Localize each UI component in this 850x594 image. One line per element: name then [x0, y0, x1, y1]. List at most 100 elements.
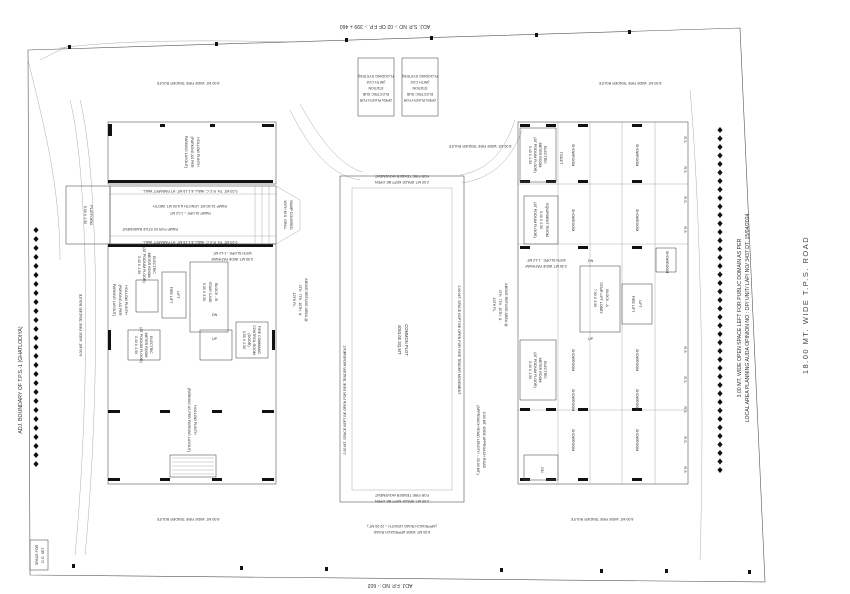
tree-icon: [33, 272, 39, 278]
left-edge-label: ADJ. BOUNDARY OF T.P.S.-1 (GHATLODIYA): [18, 326, 24, 433]
svg-text:13TH FL.: 13TH FL.: [492, 298, 496, 313]
svg-text:8.00 MT. WIDE FIRE TENDER ROUT: 8.00 MT. WIDE FIRE TENDER ROUTE: [598, 81, 661, 85]
svg-text:ABOVE REFUGE AREA @: ABOVE REFUGE AREA @: [304, 278, 308, 322]
tree-icon: [717, 220, 723, 227]
svg-text:FIRE LIFT: FIRE LIFT: [631, 296, 635, 313]
svg-text:(APPROACH ROAD LENGTH :- 33.00: (APPROACH ROAD LENGTH :- 33.00 MT.): [476, 405, 480, 475]
tree-icon: [717, 195, 723, 201]
svg-text:3.40 X 4.50: 3.40 X 4.50: [137, 256, 141, 274]
tree-icon: [717, 390, 723, 397]
svg-text:WITH M.S. GRILL: WITH M.S. GRILL: [283, 201, 287, 230]
tree-row-left: [33, 227, 39, 467]
svg-text:PARKING LAYOUT): PARKING LAYOUT): [112, 284, 116, 316]
svg-text:8.00 MT. WIDE FIRE TENDER ROUT: 8.00 MT. WIDE FIRE TENDER ROUTE: [156, 517, 219, 521]
svg-text:(AT PODIUM FLOOR): (AT PODIUM FLOOR): [533, 137, 537, 172]
svg-text:WITH SLOPE - 1:12 MT.: WITH SLOPE - 1:12 MT.: [526, 258, 565, 262]
svg-text:6.00 X 4.50: 6.00 X 4.50: [83, 206, 87, 224]
bottom-edge-label: ADJ. F.P. NO :- 602: [367, 582, 412, 588]
electric-substation-left: OPEN PLINTH FOR ELECTRIC SUB STATION (WI…: [357, 57, 395, 117]
tree-icon: [33, 227, 39, 233]
svg-text:WITH SLOPE - 1:12 MT.: WITH SLOPE - 1:12 MT.: [212, 251, 251, 255]
svg-text:3.35 MT. WIDE PATHWAY: 3.35 MT. WIDE PATHWAY: [524, 264, 567, 268]
svg-text:ELECTRIC: ELECTRIC: [152, 256, 156, 274]
stair-down-label-a: DN: [588, 259, 594, 263]
fire-route-labels: 8.00 MT. WIDE FIRE TENDER ROUTE 8.00 MT.…: [79, 81, 661, 521]
tree-icon: [717, 246, 723, 252]
tree-icon: [717, 127, 723, 133]
stair-up-label: UP: [212, 337, 218, 341]
tree-icon: [33, 362, 39, 368]
tree-icon: [33, 317, 39, 323]
svg-text:R.S.: R.S.: [683, 227, 687, 234]
svg-text:RAMP 31.50 MT. LENGTH & 6.00 M: RAMP 31.50 MT. LENGTH & 6.00 MT. WIDTH: [153, 204, 227, 208]
tree-icon: [33, 299, 39, 305]
svg-text:8.00 MT. WIDE FIRE TENDER ROUT: 8.00 MT. WIDE FIRE TENDER ROUTE: [448, 144, 511, 148]
tree-icon: [33, 254, 39, 260]
svg-text:6.00 MT. WIDE APPROACH ROAD: 6.00 MT. WIDE APPROACH ROAD: [482, 412, 486, 469]
svg-text:SHOWROOM: SHOWROOM: [635, 429, 639, 451]
svg-text:0.23 MT. TH. R.C.C. WALL & 1.1: 0.23 MT. TH. R.C.C. WALL & 1.15 MT. HT P…: [143, 189, 238, 193]
tree-icon: [717, 144, 723, 150]
svg-text:R.S.: R.S.: [683, 407, 687, 414]
tree-icon: [717, 288, 723, 295]
svg-text:8.00 MT. WIDE FIRE TENDER ROUT: 8.00 MT. WIDE FIRE TENDER ROUTE: [79, 293, 83, 356]
tree-icon: [717, 161, 723, 167]
svg-text:R.S.: R.S.: [683, 197, 687, 204]
tree-icon: [717, 169, 723, 176]
svg-text:3.00 MT. WIDE OPEN SPACE LEFT: 3.00 MT. WIDE OPEN SPACE LEFT FOR PUBLIC…: [737, 238, 743, 397]
tree-icon: [33, 416, 39, 422]
svg-text:CONTROL ROOM: CONTROL ROOM: [252, 325, 256, 355]
svg-text:SHOWROOM: SHOWROOM: [571, 429, 575, 451]
svg-text:EQUIPMENT ROOM: EQUIPMENT ROOM: [545, 203, 549, 236]
svg-text:ADJ. BOUNDARY OF T.P.S.-1 (GHA: ADJ. BOUNDARY OF T.P.S.-1 (GHATLODIYA): [18, 326, 24, 433]
tree-icon: [717, 297, 723, 303]
svg-text:8.00 MT. WIDE FIRE TENDER ROUT: 8.00 MT. WIDE FIRE TENDER ROUTE: [570, 517, 633, 521]
svg-text:TOILET: TOILET: [559, 152, 563, 165]
svg-text:D.G. SET: D.G. SET: [41, 547, 45, 563]
tree-icon: [717, 271, 723, 278]
svg-text:FIRE COMMAND: FIRE COMMAND: [257, 326, 261, 355]
common-plot: 2.00 MT. SPACE KEPT BE OPEN FOR FIRE TEN…: [339, 174, 486, 534]
open-space-label: 3.00 MT. WIDE OPEN SPACE LEFT FOR PUBLIC…: [737, 213, 751, 422]
svg-text:(AT PODIUM FLOOR): (AT PODIUM FLOOR): [533, 202, 537, 237]
svg-text:METER ROOM: METER ROOM: [538, 358, 542, 383]
svg-text:(DOOR): (DOOR): [247, 333, 251, 346]
svg-text:BLOCK - A: BLOCK - A: [605, 289, 609, 307]
substation-label-5: FLOODING SYSTEM): [402, 74, 438, 78]
svg-text:2.00 MT. SPACE KEPT BE OPEN: 2.00 MT. SPACE KEPT BE OPEN: [375, 499, 429, 503]
tree-icon: [33, 398, 39, 404]
tree-icon: [717, 339, 723, 346]
tree-icon: [717, 314, 723, 320]
svg-text:2.00 MT. SPACE KEPT BE OPEN FO: 2.00 MT. SPACE KEPT BE OPEN FOR FIRE TEN…: [457, 285, 461, 395]
svg-text:9.30 X 3.50: 9.30 X 3.50: [202, 283, 206, 301]
electric-substation-right: OPEN PLINTH FOR ELECTRIC SUB STATION (WI…: [401, 57, 439, 117]
svg-text:LIFT: LIFT: [638, 300, 642, 308]
svg-text:PLATFORM: PLATFORM: [89, 205, 93, 224]
tree-icon: [717, 467, 723, 473]
svg-text:METER ROOM: METER ROOM: [144, 333, 148, 358]
tree-icon: [33, 236, 39, 242]
svg-text:METER ROOM: METER ROOM: [147, 253, 151, 278]
tree-icon: [717, 135, 723, 142]
dg-set-space: SPACE FOR D.G. SET: [29, 539, 49, 571]
svg-text:4TH, 7TH, 10TH, &: 4TH, 7TH, 10TH, &: [498, 290, 502, 321]
right-road-label: 18.00 MT. WIDE T.P.S. ROAD: [801, 236, 810, 374]
svg-text:SHOWROOM: SHOWROOM: [571, 349, 575, 371]
svg-text:RAMP COVERED: RAMP COVERED: [289, 200, 293, 229]
substation-label-1: OPEN PLINTH FOR: [403, 98, 436, 102]
svg-text:18.00 MT. WIDE T.P.S. ROAD: 18.00 MT. WIDE T.P.S. ROAD: [801, 236, 810, 374]
svg-text:3.40 X 2.50: 3.40 X 2.50: [539, 211, 543, 229]
ramp-left: 0.23 MT. TH. R.C.C. WALL & 1.15 MT. HT P…: [65, 185, 301, 245]
substation-label-4: (WITH CO2: [411, 80, 430, 84]
tree-icon: [717, 305, 723, 312]
svg-text:FOR FIRE TENDER MOVEMENT: FOR FIRE TENDER MOVEMENT: [374, 174, 429, 178]
svg-text:RAMP SLOPE :- 1:12 MT.: RAMP SLOPE :- 1:12 MT.: [169, 211, 210, 215]
svg-text:LIFT: LIFT: [176, 291, 180, 299]
tree-icon: [33, 263, 39, 269]
tree-icon: [33, 452, 39, 458]
tree-icon: [33, 335, 39, 341]
tree-icon: [33, 389, 39, 395]
svg-text:6.00 MT. WIDE APPROACH ROAD: 6.00 MT. WIDE APPROACH ROAD: [373, 530, 430, 534]
svg-text:3.50 X 2.50: 3.50 X 2.50: [242, 331, 246, 349]
svg-text:ELECTRIC: ELECTRIC: [149, 336, 153, 354]
